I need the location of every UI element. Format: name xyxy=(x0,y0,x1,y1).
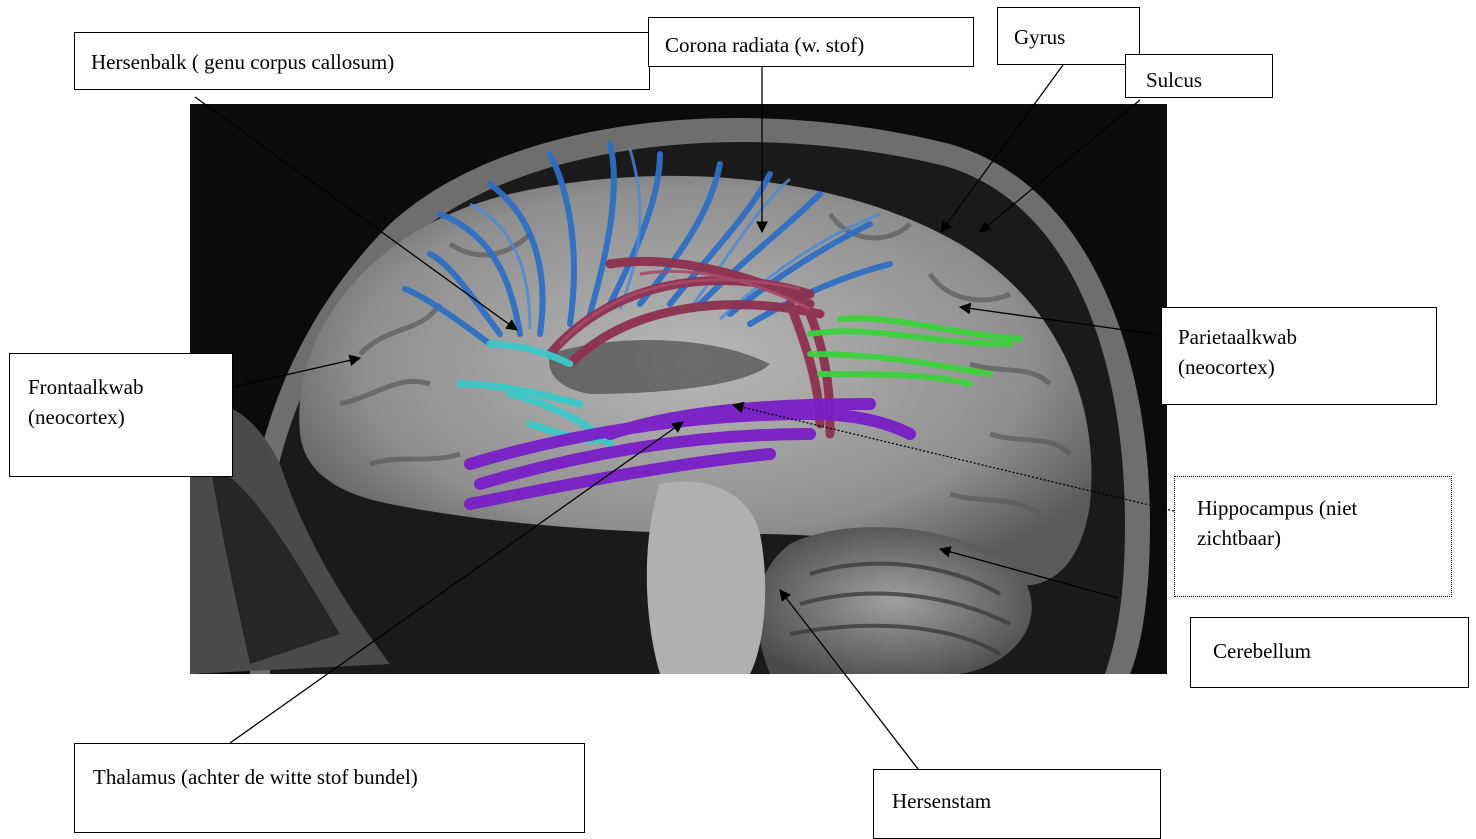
brainstem xyxy=(647,481,765,674)
label-hersenbalk: Hersenbalk ( genu corpus callosum) xyxy=(74,32,650,90)
label-corona-radiata: Corona radiata (w. stof) xyxy=(648,17,974,67)
label-thalamus: Thalamus (achter de witte stof bundel) xyxy=(74,743,585,833)
label-hippocampus: Hippocampus (niet zichtbaar) xyxy=(1174,476,1452,597)
label-cerebellum: Cerebellum xyxy=(1190,617,1469,688)
label-gyrus: Gyrus xyxy=(997,7,1140,65)
label-sulcus: Sulcus xyxy=(1125,54,1273,98)
mri-sagittal-scan xyxy=(190,104,1167,674)
label-frontaalkwab: Frontaalkwab (neocortex) xyxy=(9,353,233,477)
label-parietaalkwab: Parietaalkwab (neocortex) xyxy=(1161,307,1437,405)
label-hersenstam: Hersenstam xyxy=(873,769,1161,839)
